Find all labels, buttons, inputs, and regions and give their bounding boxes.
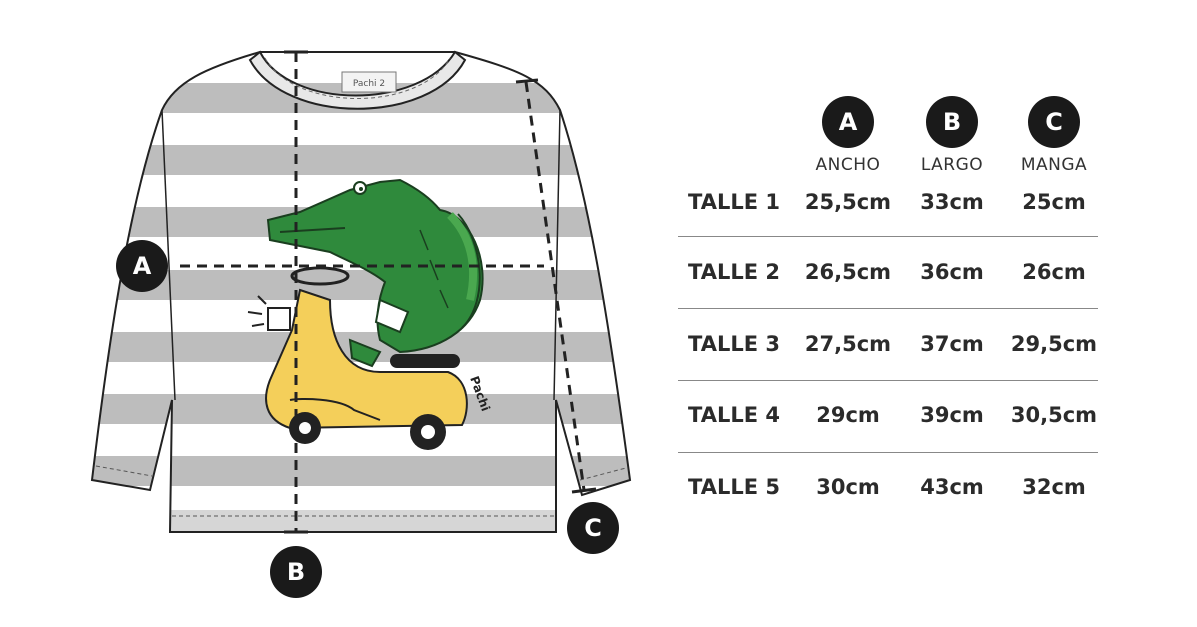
manga-value: 25cm — [1022, 190, 1086, 214]
ancho-value: 29cm — [816, 403, 880, 427]
talle-label: TALLE 1 — [688, 190, 780, 214]
row-divider — [678, 452, 1098, 453]
column-badge-c: C — [1028, 96, 1080, 148]
row-divider — [678, 236, 1098, 237]
talle-label: TALLE 2 — [688, 260, 780, 284]
measure-line-c — [524, 81, 586, 491]
column-badge-a: A — [822, 96, 874, 148]
ancho-value: 30cm — [816, 475, 880, 499]
row-divider — [678, 380, 1098, 381]
column-label-manga: MANGA — [1020, 155, 1088, 175]
ancho-value: 27,5cm — [804, 332, 892, 356]
largo-value: 43cm — [920, 475, 984, 499]
table-row: TALLE 4 29cm 39cm 30,5cm — [678, 403, 1098, 463]
talle-label: TALLE 4 — [688, 403, 780, 427]
table-row: TALLE 3 27,5cm 37cm 29,5cm — [678, 332, 1098, 392]
column-label-largo: LARGO — [920, 155, 984, 175]
table-row: TALLE 5 30cm 43cm 32cm — [678, 475, 1098, 535]
column-badge-b: B — [926, 96, 978, 148]
tag-text: Pachi 2 — [353, 79, 385, 89]
shirt-label-tag: Pachi 2 — [341, 71, 397, 93]
talle-label: TALLE 5 — [688, 475, 780, 499]
manga-value: 30,5cm — [1010, 403, 1098, 427]
manga-value: 32cm — [1022, 475, 1086, 499]
largo-value: 36cm — [920, 260, 984, 284]
largo-value: 39cm — [920, 403, 984, 427]
largo-value: 37cm — [920, 332, 984, 356]
marker-b: B — [270, 546, 322, 598]
table-row: TALLE 1 25,5cm 33cm 25cm — [678, 190, 1098, 250]
marker-c: C — [567, 502, 619, 554]
largo-value: 33cm — [920, 190, 984, 214]
shirt-illustration: Pachi 2 Pachi — [90, 50, 632, 534]
talle-label: TALLE 3 — [688, 332, 780, 356]
manga-value: 26cm — [1022, 260, 1086, 284]
ancho-value: 25,5cm — [804, 190, 892, 214]
ancho-value: 26,5cm — [804, 260, 892, 284]
row-divider — [678, 308, 1098, 309]
column-label-ancho: ANCHO — [815, 155, 881, 175]
manga-value: 29,5cm — [1010, 332, 1098, 356]
marker-a: A — [116, 240, 168, 292]
table-row: TALLE 2 26,5cm 36cm 26cm — [678, 260, 1098, 320]
